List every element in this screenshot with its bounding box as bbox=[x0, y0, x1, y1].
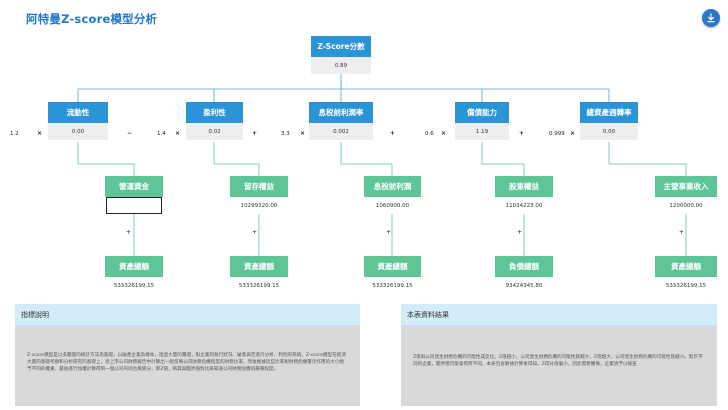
panel-title: 本表資料結果 bbox=[401, 304, 717, 326]
numerator-value bbox=[106, 197, 162, 214]
numerator-shareholder-equity: 股東權益 11034223.00 bbox=[495, 176, 553, 214]
factor-label: 總資產週轉率 bbox=[580, 102, 638, 123]
times-sign: × bbox=[175, 130, 181, 137]
numerator-value: 1200000.00 bbox=[655, 197, 717, 214]
zscore-value: 0.89 bbox=[311, 57, 371, 74]
download-button[interactable] bbox=[702, 9, 720, 27]
factor-solvency: 償債能力 1.19 bbox=[455, 102, 509, 140]
coef-asset-turnover: 0.999 bbox=[549, 131, 565, 137]
times-sign: × bbox=[441, 130, 447, 137]
denominator-label: 負債總額 bbox=[495, 256, 553, 277]
numerator-label: 主營事業收入 bbox=[655, 176, 717, 197]
result-panel: 本表資料結果 Z值與公司發生財務危機的可能性成反比，Z值越小，公司發生財務危機的… bbox=[401, 304, 717, 406]
factor-label: 息税前利潤率 bbox=[309, 102, 373, 123]
plus-sign: + bbox=[390, 130, 396, 137]
factor-label: 盈利性 bbox=[186, 102, 243, 123]
coef-liquidity: 1.2 bbox=[10, 131, 19, 137]
panel-body: Z-score模型是以多變量的統計方法為基礎，以破產企業為樣本，透過大量的實證，… bbox=[27, 353, 346, 372]
numerator-value: 1060900.00 bbox=[364, 197, 421, 214]
divide-sign: + bbox=[126, 229, 132, 236]
factor-value: 1.19 bbox=[455, 123, 509, 140]
factor-value: 0.002 bbox=[309, 123, 373, 140]
denominator-total-assets: 資產總額 533326199.15 bbox=[364, 256, 421, 294]
numerator-ebit: 息稅前利潤 1060900.00 bbox=[364, 176, 421, 214]
denominator-total-liabilities: 負債總額 93424345.80 bbox=[495, 256, 553, 294]
numerator-main-revenue: 主營事業收入 1200000.00 bbox=[655, 176, 717, 214]
zscore-label: Z-Score分數 bbox=[311, 36, 371, 57]
factor-ebit-margin: 息税前利潤率 0.002 bbox=[309, 102, 373, 140]
denominator-total-assets: 資產總額 533326199.15 bbox=[655, 256, 717, 294]
numerator-label: 股東權益 bbox=[495, 176, 553, 197]
denominator-total-assets: 資產總額 533326199.15 bbox=[105, 256, 163, 294]
denominator-value: 93424345.80 bbox=[495, 277, 553, 294]
download-icon bbox=[707, 13, 715, 23]
factor-value: 0.00 bbox=[48, 123, 108, 140]
numerator-label: 營運資金 bbox=[105, 176, 163, 197]
numerator-value: 10299320.00 bbox=[230, 197, 288, 214]
page-title: 阿特曼Z-score模型分析 bbox=[26, 12, 158, 26]
divide-sign: + bbox=[679, 229, 685, 236]
factor-label: 償債能力 bbox=[455, 102, 509, 123]
denominator-label: 資產總額 bbox=[655, 256, 717, 277]
denominator-label: 資產總額 bbox=[230, 256, 288, 277]
factor-value: 0.00 bbox=[580, 123, 638, 140]
divide-sign: + bbox=[517, 229, 523, 236]
factor-label: 流動性 bbox=[48, 102, 108, 123]
factor-profitability: 盈利性 0.02 bbox=[186, 102, 243, 140]
denominator-total-assets: 資產總額 533326199.15 bbox=[230, 256, 288, 294]
plus-sign: + bbox=[252, 130, 258, 137]
panel-title: 指標說明 bbox=[15, 304, 360, 326]
coef-profitability: 1.4 bbox=[157, 131, 166, 137]
denominator-value: 533326199.15 bbox=[364, 277, 421, 294]
numerator-retained-equity: 留存權益 10299320.00 bbox=[230, 176, 288, 214]
panel-body: Z值與公司發生財務危機的可能性成反比，Z值越小，公司發生財務危機的可能性就越大，… bbox=[413, 355, 703, 367]
numerator-label: 息稅前利潤 bbox=[364, 176, 421, 197]
times-sign: × bbox=[37, 130, 43, 137]
indicator-description-panel: 指標說明 Z-score模型是以多變量的統計方法為基礎，以破產企業為樣本，透過大… bbox=[15, 304, 360, 406]
factor-asset-turnover: 總資產週轉率 0.00 bbox=[580, 102, 638, 140]
factor-liquidity: 流動性 0.00 bbox=[48, 102, 108, 140]
times-sign: × bbox=[570, 130, 576, 137]
divide-sign: + bbox=[386, 229, 392, 236]
plus-sign: + bbox=[519, 130, 525, 137]
denominator-value: 533326199.15 bbox=[105, 277, 163, 294]
factor-value: 0.02 bbox=[186, 123, 243, 140]
denominator-label: 資產總額 bbox=[364, 256, 421, 277]
numerator-value: 11034223.00 bbox=[495, 197, 553, 214]
times-sign: × bbox=[300, 130, 306, 137]
numerator-label: 留存權益 bbox=[230, 176, 288, 197]
zscore-box: Z-Score分數 0.89 bbox=[311, 36, 371, 74]
minus-sign: − bbox=[127, 130, 133, 137]
denominator-label: 資產總額 bbox=[105, 256, 163, 277]
coef-ebit-margin: 3.3 bbox=[281, 131, 290, 137]
denominator-value: 533326199.15 bbox=[230, 277, 288, 294]
divide-sign: + bbox=[252, 229, 258, 236]
coef-solvency: 0.6 bbox=[425, 131, 434, 137]
denominator-value: 533326199.15 bbox=[655, 277, 717, 294]
numerator-working-capital: 營運資金 bbox=[105, 176, 163, 214]
